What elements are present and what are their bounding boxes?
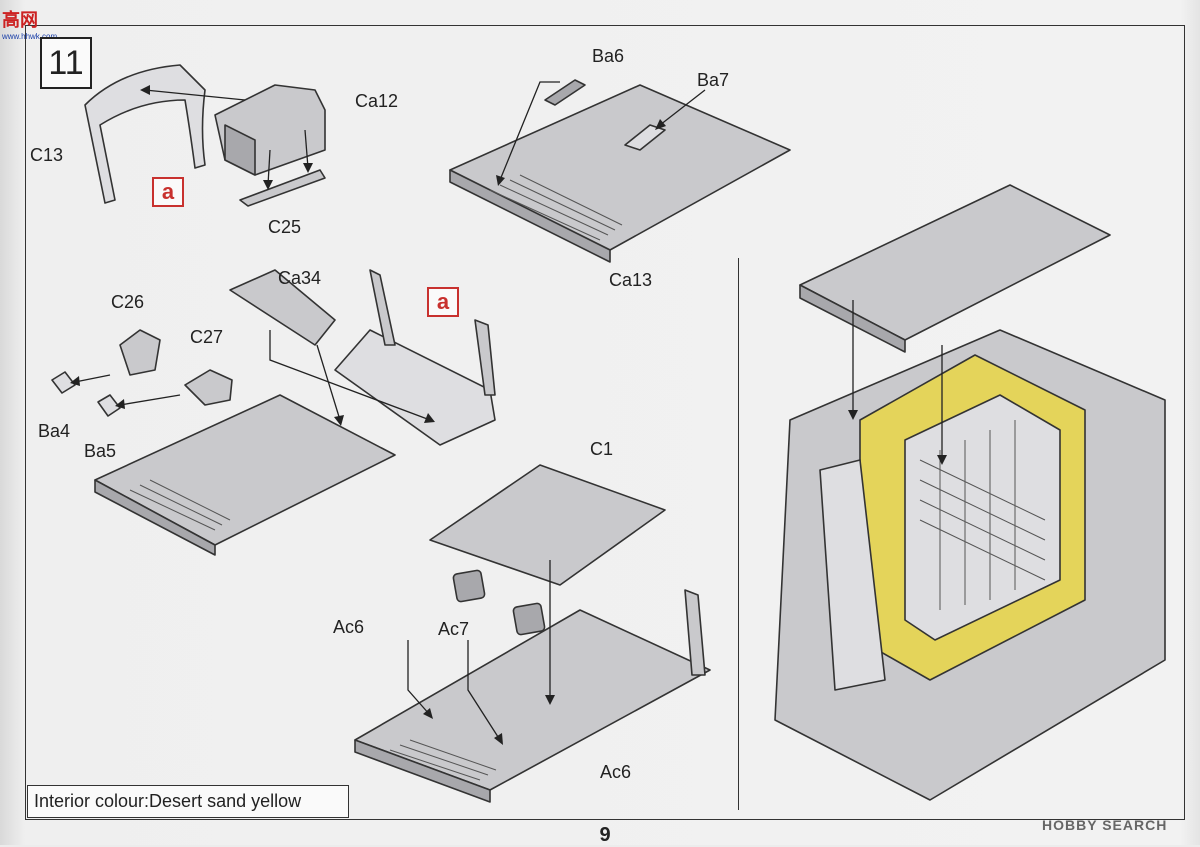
label-ac7: Ac7	[438, 619, 470, 639]
label-ba4: Ba4	[38, 421, 71, 441]
part-ba4	[51, 371, 76, 394]
part-ba7	[624, 124, 666, 151]
part-ac7-a	[452, 569, 486, 603]
reference-marker-a-middle: a	[427, 287, 459, 317]
part-ba5	[97, 394, 121, 417]
label-ba7: Ba7	[697, 70, 730, 90]
step-number: 11	[40, 37, 92, 89]
assembly-arrows	[70, 81, 947, 745]
part-ac7-b	[512, 602, 546, 636]
interior-colour-note: Interior colour:Desert sand yellow	[27, 785, 349, 818]
label-c27: C27	[190, 327, 224, 347]
part-c25	[239, 169, 326, 207]
watermark-logo: 高网 www.hhwk.com	[2, 10, 58, 41]
label-ca12: Ca12	[355, 91, 399, 111]
part-floor-bottom	[354, 589, 711, 803]
part-canopy-middle	[334, 269, 496, 446]
label-ca34: Ca34	[278, 268, 322, 288]
label-ba5: Ba5	[84, 441, 117, 461]
page-number: 9	[599, 824, 611, 846]
label-ba6: Ba6	[592, 46, 625, 66]
part-c1	[429, 464, 666, 586]
part-c13	[84, 64, 206, 204]
assembled-cab	[774, 184, 1166, 801]
label-ac6-bottom: Ac6	[600, 762, 632, 782]
page-frame	[25, 25, 1185, 820]
part-floor-middle	[94, 394, 396, 556]
label-c26: C26	[111, 292, 145, 312]
label-ac6-left: Ac6	[333, 617, 365, 637]
part-c27	[184, 369, 233, 406]
hobby-search-watermark: HOBBY SEARCH	[1042, 817, 1168, 833]
part-ca12	[214, 84, 326, 176]
part-c26	[119, 329, 161, 376]
part-ca13	[449, 84, 791, 263]
label-ca13: Ca13	[609, 270, 653, 290]
reference-marker-a-top: a	[152, 177, 184, 207]
label-c25: C25	[268, 217, 302, 237]
part-ba6	[544, 79, 586, 106]
part-ca34	[229, 269, 336, 346]
section-divider	[738, 258, 739, 810]
label-c13: C13	[30, 145, 64, 165]
label-c1: C1	[590, 439, 614, 459]
